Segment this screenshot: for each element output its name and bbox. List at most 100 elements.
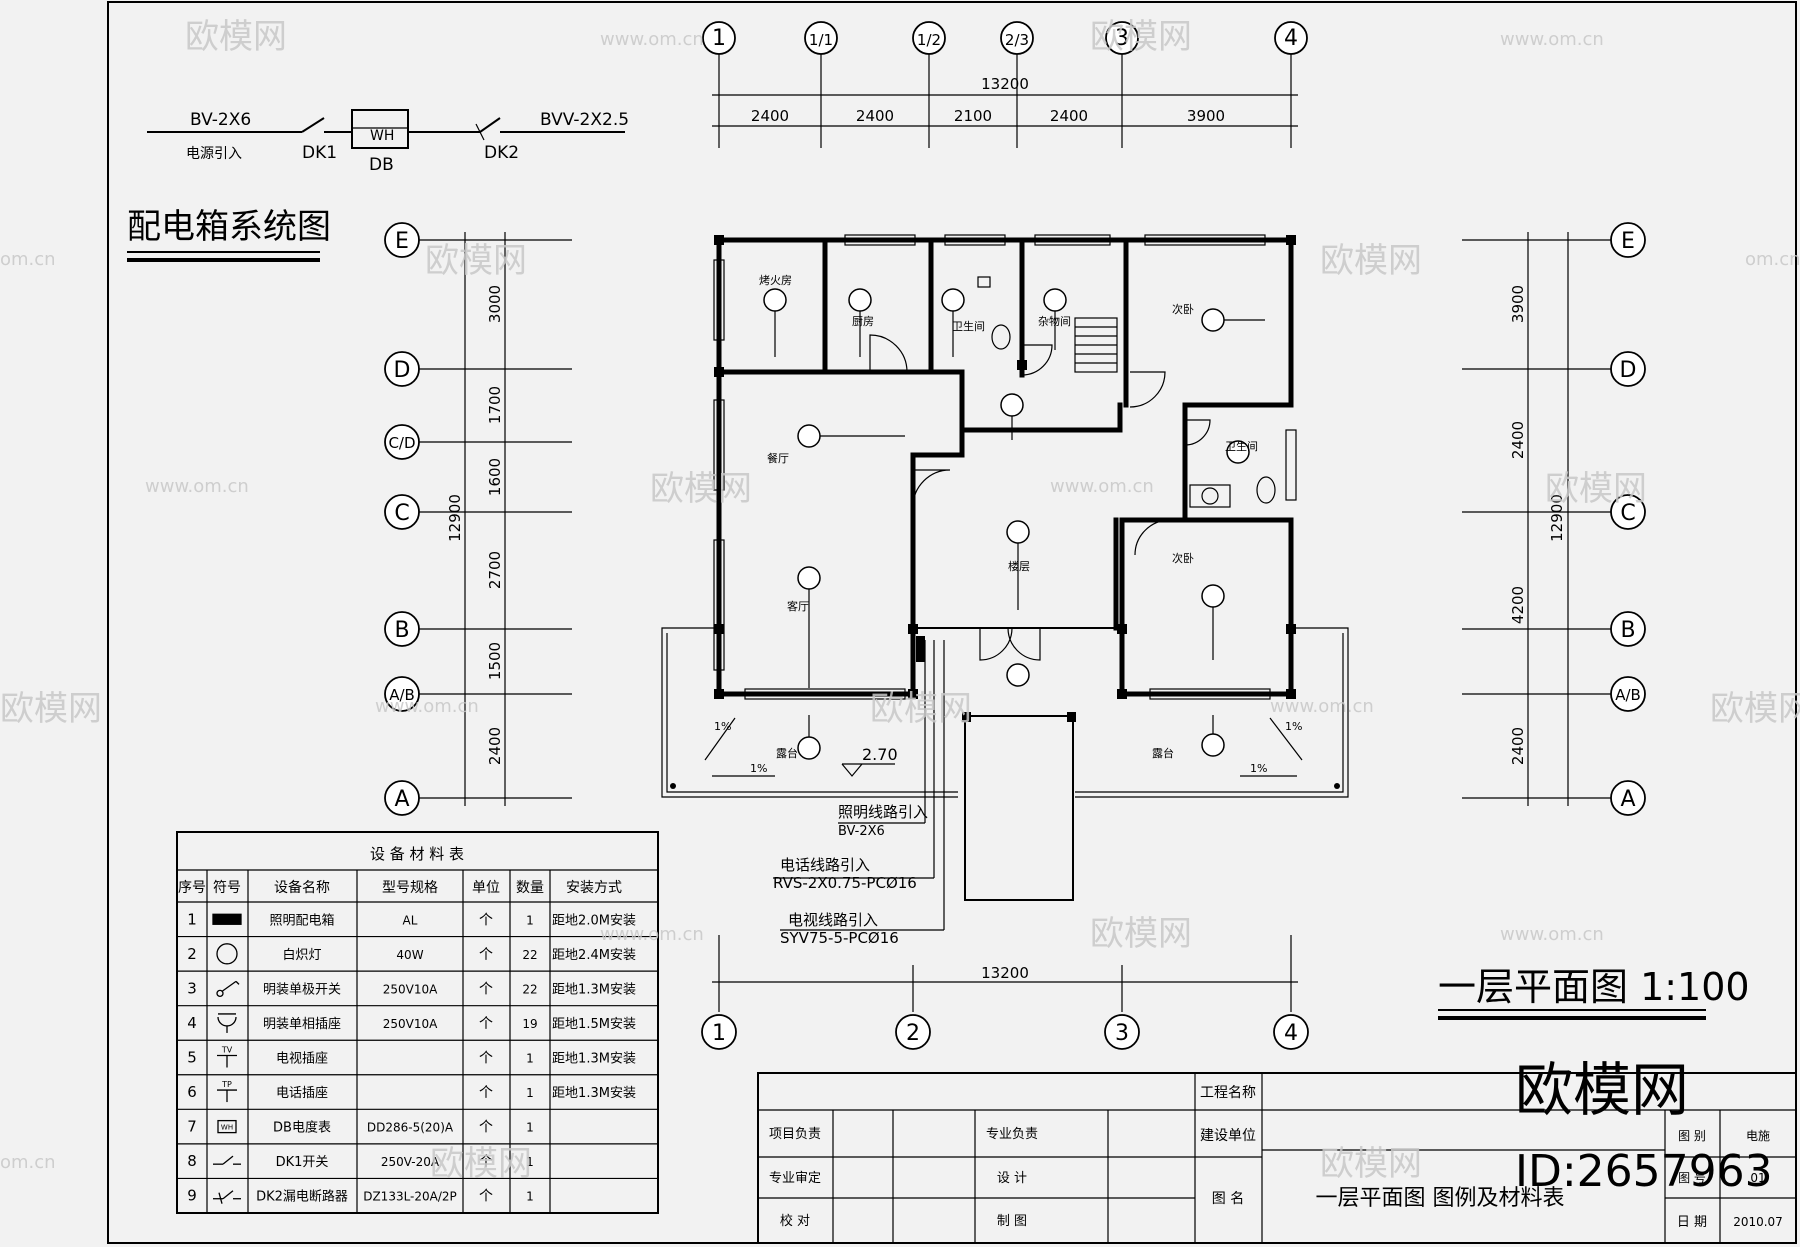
tb-value: 2010.07 <box>1733 1215 1783 1229</box>
row-qty: 22 <box>522 948 537 962</box>
svg-text:1: 1 <box>712 26 726 51</box>
svg-text:欧模网: 欧模网 <box>185 17 287 57</box>
dim-segment: 3900 <box>1187 107 1225 125</box>
axis-bubble: B <box>1610 611 1646 647</box>
tb-label: 图 号 <box>1678 1171 1706 1185</box>
axis-bubble: 1 <box>702 21 736 55</box>
svg-text:om.cn: om.cn <box>0 249 56 270</box>
tb-label: 图 名 <box>1212 1191 1244 1207</box>
svg-text:A: A <box>394 787 409 812</box>
phone-in-spec: RVS-2X0.75-PCØ16 <box>773 874 917 892</box>
drawing-name: 一层平面图 图例及材料表 <box>1316 1186 1565 1211</box>
row-number: 6 <box>187 1083 197 1101</box>
wh-meter-box <box>351 109 409 149</box>
tb-label: 专业负责 <box>986 1127 1038 1142</box>
lamp-icon <box>216 943 238 965</box>
axis-bubble: 2/3 <box>1000 21 1034 55</box>
top-axis-system: 1 1/1 1/2 2/3 3 4 13200 2400 2400 2100 2… <box>702 21 1308 148</box>
svg-text:3: 3 <box>1115 26 1129 51</box>
tv-socket-icon: TV <box>217 1046 237 1068</box>
row-spec: 40W <box>396 948 423 962</box>
watermark: 欧模网 欧模网 欧模网 欧模网 欧模网 欧模网 欧模网 欧模网 欧模网 欧模网 … <box>0 17 1800 1184</box>
svg-text:欧模网: 欧模网 <box>1710 689 1800 729</box>
tv-in-spec: SYV75-5-PCØ16 <box>780 929 899 947</box>
svg-text:www.om.cn: www.om.cn <box>375 696 479 717</box>
room-label: 卫生间 <box>1225 439 1258 453</box>
svg-text:2: 2 <box>906 1021 920 1046</box>
svg-text:1600: 1600 <box>486 458 504 496</box>
lamp-icon <box>797 736 821 760</box>
row-number: 2 <box>187 945 197 963</box>
svg-text:4: 4 <box>1284 1021 1298 1046</box>
row-unit: 个 <box>479 1189 493 1205</box>
row-name: 白炽灯 <box>282 947 321 963</box>
svg-text:欧模网: 欧模网 <box>1090 914 1192 954</box>
distribution-box-icon <box>212 913 242 925</box>
axis-bubble: A/B <box>384 676 420 712</box>
row-name: DK1开关 <box>276 1155 329 1170</box>
slope-label: 1% <box>714 720 731 733</box>
row-qty: 1 <box>526 1086 534 1100</box>
slope-label: 1% <box>1250 762 1267 775</box>
svg-text:3000: 3000 <box>486 285 504 323</box>
table-header: 符号 <box>213 880 241 896</box>
svg-text:www.om.cn: www.om.cn <box>1270 696 1374 717</box>
socket-icon <box>217 1013 237 1033</box>
phone-in-label: 电话线路引入 <box>780 856 870 874</box>
dk2-label: DK2 <box>484 143 519 163</box>
watermark-brand-large: 欧模网 <box>1515 1056 1689 1124</box>
svg-text:欧模网: 欧模网 <box>430 1144 532 1184</box>
room-label: 卫生间 <box>952 319 985 333</box>
row-name: 明装单相插座 <box>263 1017 341 1032</box>
slope-label: 1% <box>750 762 767 775</box>
axis-bubble: 1/2 <box>912 21 946 55</box>
out-cable-label: BVV-2X2.5 <box>540 110 629 130</box>
left-total-dim: 12900 <box>446 494 464 542</box>
distribution-system-diagram: BV-2X6 电源引入 DK1 WH DB DK2 BVV-2X2.5 配电箱系… <box>127 109 629 262</box>
right-total-dim: 12900 <box>1548 494 1566 542</box>
room-label: 餐厅 <box>767 451 789 465</box>
svg-text:C: C <box>1620 501 1635 526</box>
lamp-icon <box>1006 520 1030 544</box>
room-label: 厨房 <box>852 315 874 328</box>
row-name: 照明配电箱 <box>269 912 334 928</box>
axis-bubble: 1 <box>701 1014 737 1050</box>
svg-text:2400: 2400 <box>486 727 504 765</box>
tb-value: 01 <box>1750 1171 1765 1185</box>
in-source-label: 电源引入 <box>186 146 242 162</box>
lamp-icon <box>797 566 821 590</box>
right-axis-system: E D C B A/B A 12900 3900 2400 4200 2400 <box>1462 222 1646 816</box>
svg-text:D: D <box>394 358 411 383</box>
dk1-switch-icon <box>213 1155 241 1165</box>
table-title: 设 备 材 料 表 <box>370 845 464 863</box>
axis-bubble: 4 <box>1274 21 1308 55</box>
dk1-label: DK1 <box>302 143 337 163</box>
room-label: 次卧 <box>1172 551 1194 565</box>
bottom-total-dim: 13200 <box>981 964 1029 982</box>
row-unit: 个 <box>479 1154 493 1170</box>
svg-text:D: D <box>1620 358 1637 383</box>
lamp-icon <box>1201 308 1225 332</box>
top-total-dim: 13200 <box>981 75 1029 93</box>
table-header: 数量 <box>516 880 544 896</box>
lamp-icon <box>941 288 965 312</box>
row-install: 距地1.5M安装 <box>552 1017 636 1032</box>
tb-label: 项目负责 <box>769 1127 821 1142</box>
svg-text:1500: 1500 <box>486 642 504 680</box>
washbasin-icon <box>977 276 991 288</box>
row-number: 8 <box>187 1152 197 1170</box>
row-unit: 个 <box>479 1120 493 1136</box>
room-label: 次卧 <box>1172 302 1194 316</box>
tb-label: 专业审定 <box>769 1171 821 1186</box>
row-qty: 1 <box>526 913 534 927</box>
tb-value: 电施 <box>1746 1129 1770 1143</box>
terrace-left-outline <box>661 627 958 798</box>
row-qty: 1 <box>526 1155 534 1169</box>
svg-text:3900: 3900 <box>1509 285 1527 323</box>
row-install: 距地1.3M安装 <box>552 1086 636 1101</box>
axis-bubble: 4 <box>1273 1014 1309 1050</box>
room-label: 烤火房 <box>759 273 792 287</box>
dim-segment: 2400 <box>856 107 894 125</box>
svg-text:A/B: A/B <box>1615 686 1641 704</box>
